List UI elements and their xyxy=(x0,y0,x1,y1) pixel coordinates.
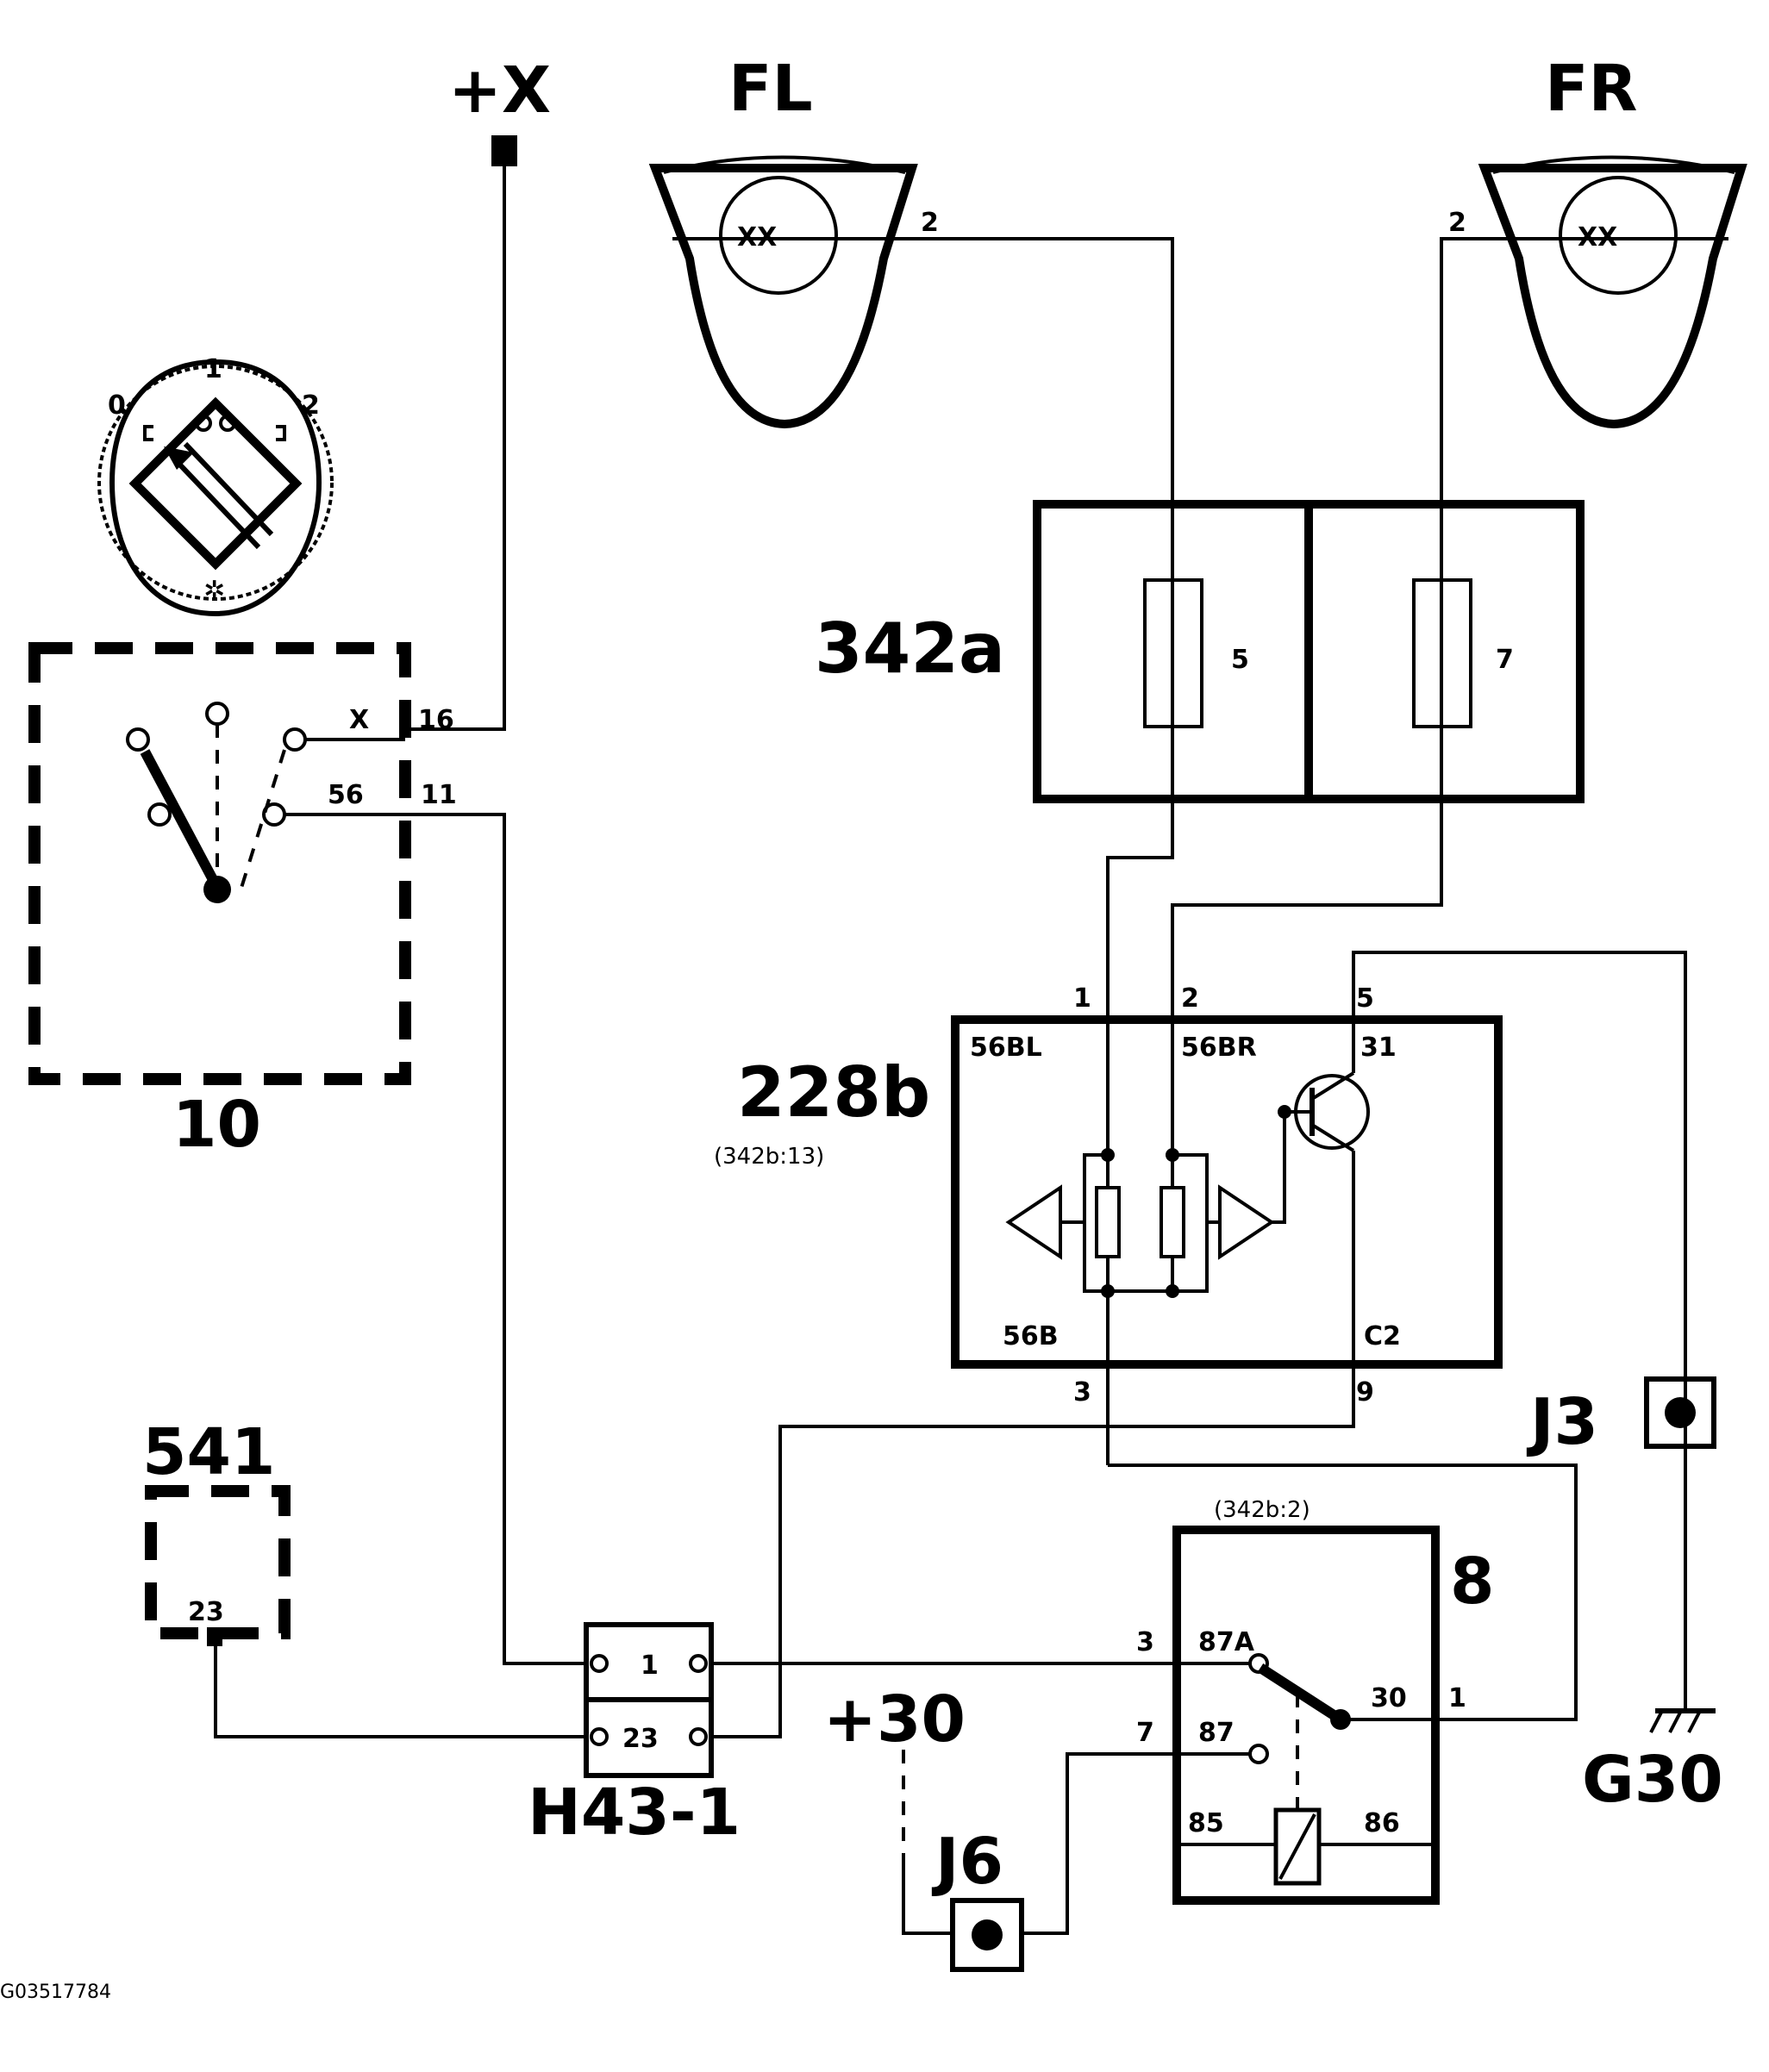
ground-symbol xyxy=(1649,1708,1716,1733)
connector-pin-23: 23 xyxy=(622,1724,659,1754)
module-term-56b: 56B xyxy=(1003,1321,1059,1351)
component-541-terminal xyxy=(207,1627,222,1646)
wire-switch-56 xyxy=(405,813,586,1665)
wire-56b-relay30 xyxy=(1108,1464,1578,1721)
relay-8 xyxy=(1172,1526,1440,1905)
wire-supply-x xyxy=(405,166,506,731)
switch-contacts xyxy=(126,702,405,903)
lamp-fr-label: FR xyxy=(1545,52,1638,126)
module-pin-5: 5 xyxy=(1356,983,1374,1014)
component-541-label: 541 xyxy=(142,1415,275,1489)
wire-fl-fuse xyxy=(897,237,1174,1151)
switch-position-2: 2 xyxy=(302,390,320,421)
supply-x-label: +X xyxy=(448,53,551,128)
module-228b xyxy=(951,1015,1503,1369)
svg-text:✲: ✲ xyxy=(203,576,225,606)
lamp-fl xyxy=(648,155,918,429)
module-ref: (342b:13) xyxy=(714,1144,824,1170)
ground-label: G30 xyxy=(1582,1743,1723,1817)
fuse-left-number: 5 xyxy=(1231,645,1249,675)
switch-term-x-pin: 16 xyxy=(418,705,454,735)
module-term-56bl: 56BL xyxy=(970,1033,1042,1063)
module-pin-9: 9 xyxy=(1356,1377,1374,1407)
module-pin-2: 2 xyxy=(1181,983,1199,1014)
connector-contact xyxy=(590,1654,609,1673)
image-id: G03517784 xyxy=(0,1982,111,2003)
relay-internals xyxy=(1177,1653,1435,1886)
supply-30-label: +30 xyxy=(823,1682,966,1757)
switch-term-56-pin: 11 xyxy=(421,780,457,810)
module-term-56br: 56BR xyxy=(1181,1033,1257,1063)
junction-j6 xyxy=(950,1898,1024,1972)
lamp-fr-bulb-label: XX xyxy=(1578,222,1617,253)
switch-term-x: X xyxy=(349,705,369,735)
switch-position-1: 1 xyxy=(204,354,222,384)
module-label: 228b xyxy=(737,1052,930,1133)
wire-541-h43 xyxy=(214,1642,586,1738)
lamp-fr xyxy=(1478,155,1747,429)
relay-term-85: 85 xyxy=(1188,1808,1224,1838)
module-pin-3: 3 xyxy=(1073,1377,1091,1407)
junction-j3-dot xyxy=(1665,1397,1696,1428)
fuse-box-label: 342a xyxy=(815,608,1005,689)
module-term-31: 31 xyxy=(1360,1033,1397,1063)
wire-30-j6 xyxy=(902,1853,953,1935)
wire-h43-c2 xyxy=(711,1422,1355,1738)
connector-contact xyxy=(689,1727,708,1746)
switch-10-housing xyxy=(28,642,411,1085)
connector-contact xyxy=(590,1727,609,1746)
lamp-fr-pin: 2 xyxy=(1448,208,1466,238)
connector-label: H43-1 xyxy=(528,1776,741,1850)
switch-position-0: 0 xyxy=(108,390,126,421)
component-541 xyxy=(145,1485,291,1639)
lamp-fl-pin: 2 xyxy=(921,208,939,238)
relay-ref: (342b:2) xyxy=(1214,1497,1310,1523)
relay-label: 8 xyxy=(1450,1545,1495,1619)
switch-label: 10 xyxy=(172,1088,261,1162)
junction-j3-label: J3 xyxy=(1526,1385,1598,1459)
switch-knob: ✲ xyxy=(97,359,334,617)
relay-term-86: 86 xyxy=(1364,1808,1400,1838)
junction-j3 xyxy=(1644,1376,1716,1449)
relay-pin-7: 7 xyxy=(1136,1718,1154,1748)
connector-pin-1: 1 xyxy=(641,1651,659,1681)
relay-term-30: 30 xyxy=(1371,1683,1407,1713)
wire-fr-fuse xyxy=(1171,237,1500,1151)
lamp-fl-label: FL xyxy=(728,52,813,126)
junction-j6-dot xyxy=(972,1919,1003,1950)
relay-term-87a: 87A xyxy=(1198,1627,1255,1657)
lamp-fl-bulb-label: XX xyxy=(737,222,777,253)
supply-x-terminal xyxy=(491,135,517,166)
wire-module-ground xyxy=(1352,951,1687,1711)
fuse-right-number: 7 xyxy=(1496,645,1514,675)
module-internals xyxy=(1005,1000,1370,1465)
switch-term-56: 56 xyxy=(328,780,364,810)
connector-contact xyxy=(689,1654,708,1673)
relay-pin-1: 1 xyxy=(1448,1683,1466,1713)
module-term-c2: C2 xyxy=(1364,1321,1401,1351)
module-pin-1: 1 xyxy=(1073,983,1091,1014)
wire-87-j6 xyxy=(1022,1752,1250,1935)
junction-j6-label: J6 xyxy=(931,1825,1003,1899)
relay-pin-3: 3 xyxy=(1136,1627,1154,1657)
relay-term-87: 87 xyxy=(1198,1718,1235,1748)
component-541-pin: 23 xyxy=(188,1597,224,1627)
